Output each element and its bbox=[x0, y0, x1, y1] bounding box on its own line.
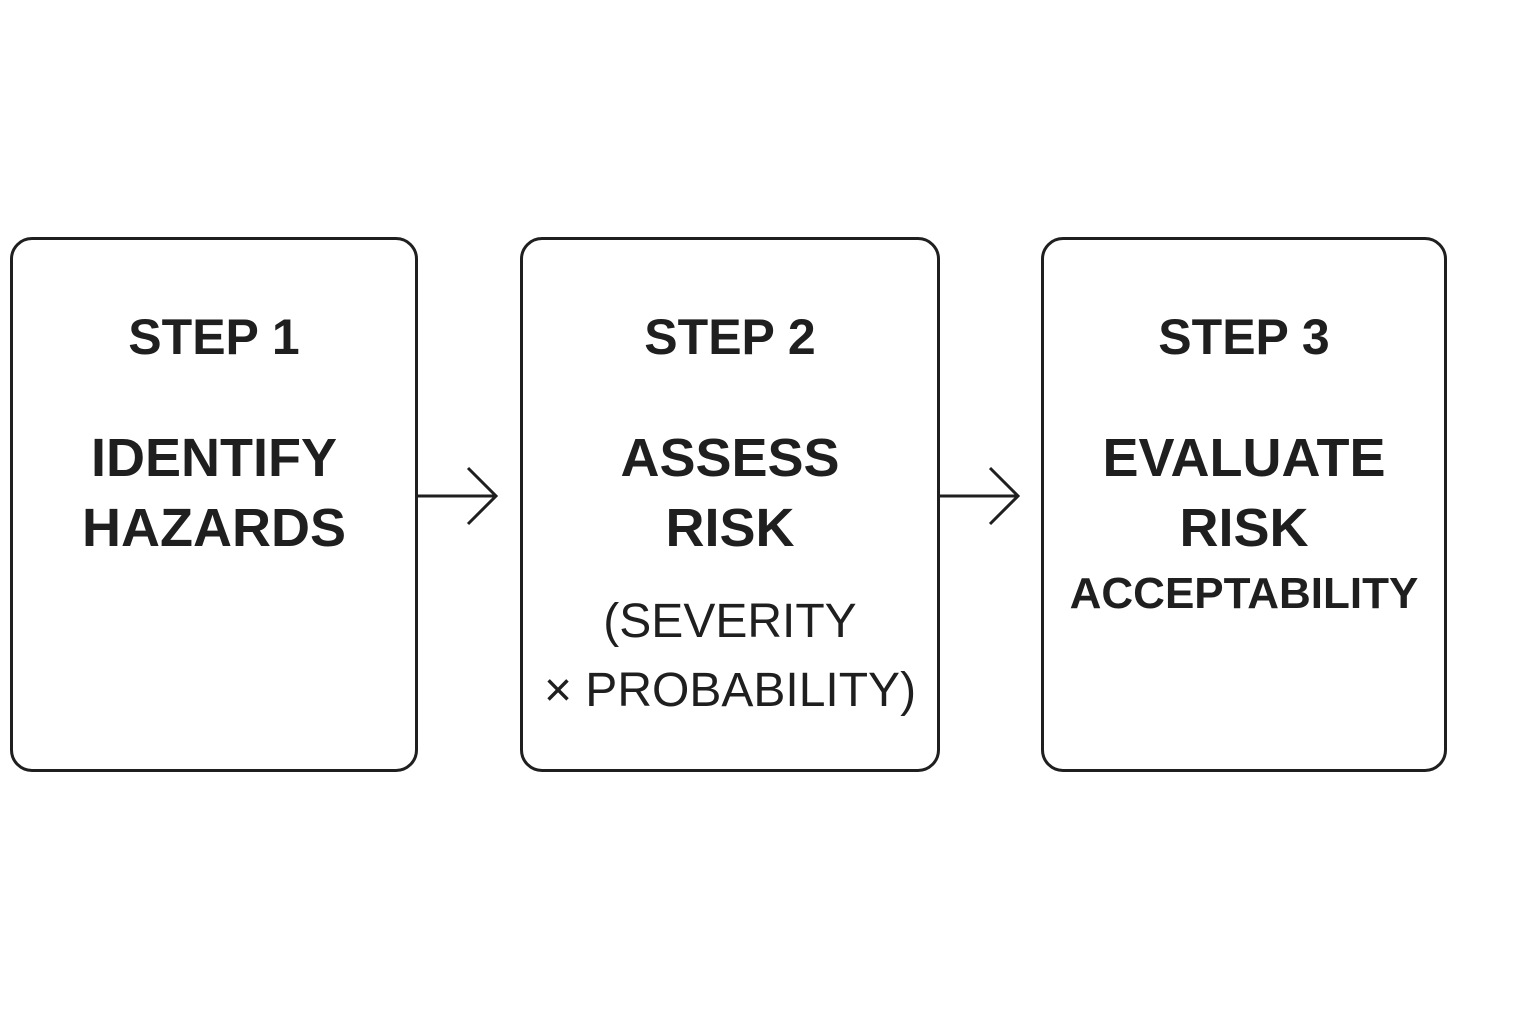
step-2-title-line-1: ASSESS bbox=[620, 428, 840, 488]
step-1-label: STEP 1 bbox=[128, 309, 300, 365]
step-1-title-line-1: IDENTIFY bbox=[90, 428, 337, 488]
step-1-title-line-2: HAZARDS bbox=[82, 498, 346, 558]
step-3-title-line-3: ACCEPTABILITY bbox=[1069, 569, 1419, 618]
arrow-right-icon bbox=[418, 466, 499, 526]
step-1-box: STEP 1 IDENTIFY HAZARDS bbox=[10, 237, 418, 772]
step-3-title-line-2: RISK bbox=[1179, 498, 1309, 558]
step-3-title-line-1: EVALUATE bbox=[1102, 428, 1386, 488]
step-2-detail-line-1: (SEVERITY bbox=[603, 595, 857, 648]
arrow-right-icon bbox=[940, 466, 1021, 526]
step-3-box: STEP 3 EVALUATE RISK ACCEPTABILITY bbox=[1041, 237, 1447, 772]
step-3-label: STEP 3 bbox=[1158, 309, 1330, 365]
step-2-detail-line-2: × PROBABILITY) bbox=[543, 664, 917, 717]
step-2-title-line-2: RISK bbox=[665, 498, 795, 558]
step-2-label: STEP 2 bbox=[644, 309, 816, 365]
step-2-box: STEP 2 ASSESS RISK (SEVERITY × PROBABILI… bbox=[520, 237, 940, 772]
